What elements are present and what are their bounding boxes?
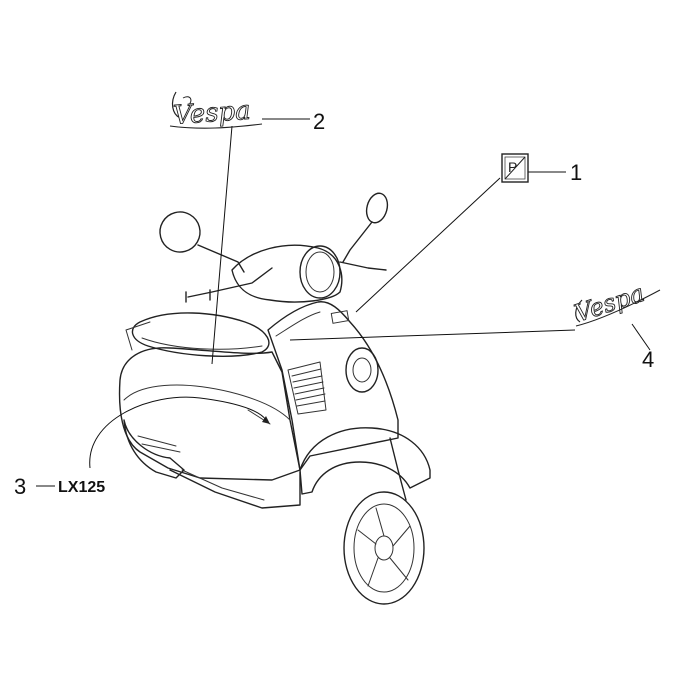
model-decal-label: LX125 (58, 479, 105, 496)
piaggio-badge: P (501, 153, 529, 183)
callout-number-2: 2 (313, 109, 325, 134)
callout-number-4: 4 (642, 347, 654, 372)
callout-number-3: 3 (14, 474, 26, 499)
callout-number-1: 1 (570, 160, 582, 185)
vespa-logo-front: Vespa (571, 279, 661, 328)
vespa-logo-side: Vespa (169, 91, 263, 131)
badge-letter: P (508, 159, 517, 175)
logo-text-front: Vespa (571, 279, 647, 328)
scooter-illustration (118, 192, 431, 605)
logo-text-side: Vespa (172, 96, 251, 131)
leader-lines (36, 118, 651, 487)
